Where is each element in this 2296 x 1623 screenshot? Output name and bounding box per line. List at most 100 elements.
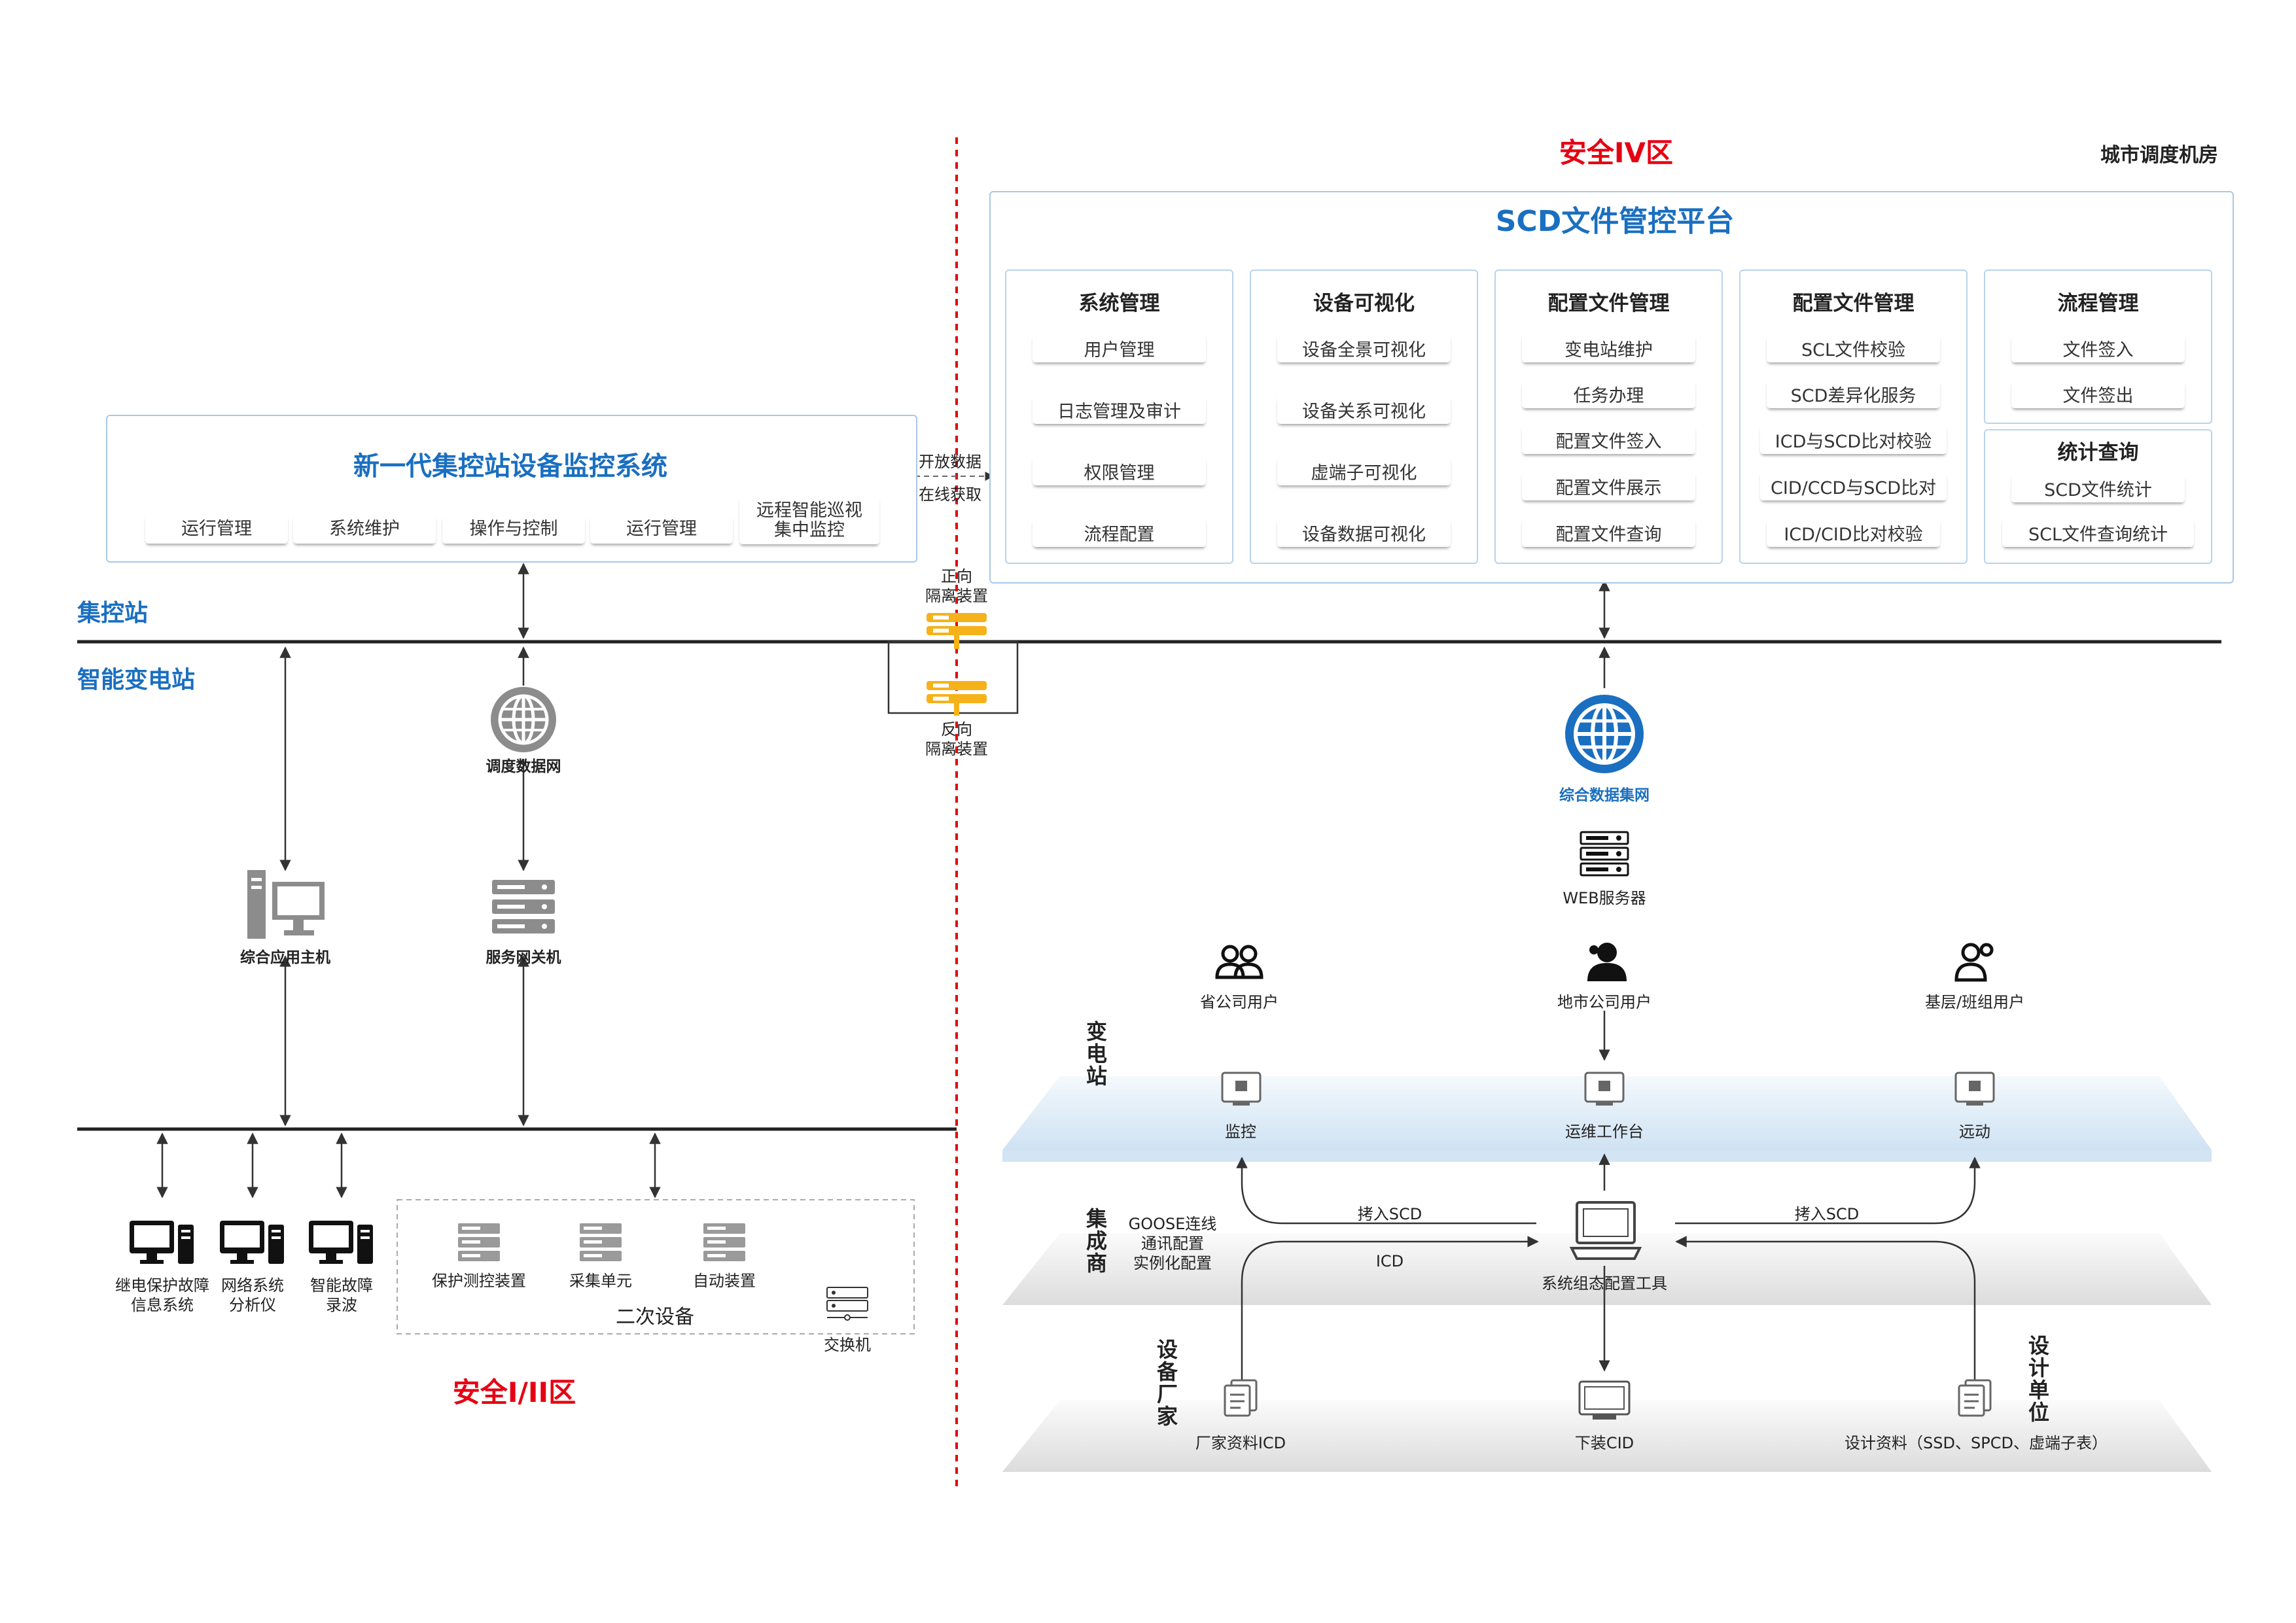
download-cid-label: 下装CID — [1574, 1434, 1634, 1452]
base-user-icon — [1954, 943, 1994, 982]
design-document-icon — [1958, 1379, 1992, 1417]
reverse-isolator-icon — [927, 681, 987, 716]
module-title: 配置文件管理 — [1547, 292, 1670, 315]
menu-item-log-audit[interactable]: 日志管理及审计 — [1033, 395, 1206, 424]
menu-item-station-maint[interactable]: 变电站维护 — [1522, 334, 1695, 362]
menu-item-query[interactable]: 配置文件查询 — [1522, 518, 1695, 547]
menu-item-panorama[interactable]: 设备全景可视化 — [1277, 334, 1451, 362]
recorder-computer-icon — [309, 1221, 373, 1264]
monitor-system-title: 新一代集控站设备监控系统 — [353, 451, 667, 481]
menu-item-data-vis[interactable]: 设备数据可视化 — [1277, 518, 1451, 547]
module-title: 配置文件管理 — [1792, 292, 1915, 315]
menu-item-terminal[interactable]: 虚端子可视化 — [1277, 457, 1451, 485]
goose-config-label: GOOSE连线 通讯配置 实例化配置 — [1128, 1215, 1217, 1272]
menu-item-checkin[interactable]: 配置文件签入 — [1522, 425, 1695, 454]
download-monitor-icon — [1578, 1380, 1631, 1420]
plane-integrator — [1002, 1233, 2212, 1305]
module-title: 系统管理 — [1078, 292, 1160, 315]
menu-item-icd-cid[interactable]: ICD/CID比对校验 — [1767, 518, 1940, 547]
protect-device-label: 保护测控装置 — [432, 1272, 526, 1290]
globe-icon — [491, 687, 556, 752]
layer-integrator-label: 集成商 — [1086, 1206, 1108, 1276]
protect-device-icon — [458, 1223, 500, 1261]
base-user-label: 基层/班组用户 — [1924, 993, 2025, 1011]
module-config-check: 配置文件管理 SCL文件校验 SCD差异化服务 ICD与SCD比对校验 CID/… — [1739, 270, 1968, 564]
online-fetch-label: 在线获取 — [919, 485, 981, 504]
menu-item-file-checkout[interactable]: 文件签出 — [2011, 379, 2185, 408]
data-net-label: 综合数据集网 — [1559, 787, 1650, 804]
menu-item-scd-stats[interactable]: SCD文件统计 — [2011, 474, 2185, 502]
secondary-equipment-box — [397, 1199, 915, 1335]
menu-item-user-mgmt[interactable]: 用户管理 — [1033, 334, 1206, 362]
reverse-isolator-label: 反向 隔离装置 — [925, 720, 988, 758]
relay-system-label: 继电保护故障 信息系统 — [115, 1276, 209, 1314]
jikong-station-label: 集控站 — [77, 600, 149, 627]
menu-item-display[interactable]: 配置文件展示 — [1522, 472, 1695, 500]
menu-item-file-checkin[interactable]: 文件签入 — [2011, 334, 2185, 362]
module-system: 系统管理 用户管理 日志管理及审计 权限管理 流程配置 — [1005, 270, 1233, 564]
switch-icon — [826, 1287, 868, 1321]
config-tool-label: 系统组态配置工具 — [1542, 1274, 1667, 1293]
monitor-item-run[interactable]: 运行管理 — [145, 515, 288, 544]
plane-station — [1002, 1076, 2212, 1150]
monitor-item-patrol[interactable]: 远程智能巡视 集中监控 — [739, 497, 879, 544]
module-visualization: 设备可视化 设备全景可视化 设备关系可视化 虚端子可视化 设备数据可视化 — [1250, 270, 1478, 564]
dispatch-net-label: 调度数据网 — [486, 758, 561, 775]
web-server-label: WEB服务器 — [1563, 889, 1646, 907]
module-flow: 流程管理 文件签入 文件签出 — [1984, 270, 2212, 424]
design-docs-label: 设计资料（SSD、SPCD、虚端子表） — [1845, 1434, 2108, 1452]
zone-safe12-label: 安全I/II区 — [452, 1376, 576, 1408]
menu-item-icd-scd[interactable]: ICD与SCD比对校验 — [1760, 425, 1947, 454]
layer-design-label: 设计单位 — [2028, 1333, 2050, 1425]
ops-workstation-icon — [1584, 1072, 1625, 1106]
ws-monitor-label: 监控 — [1225, 1123, 1256, 1141]
menu-item-scd-diff[interactable]: SCD差异化服务 — [1767, 379, 1940, 408]
web-server-icon — [1580, 831, 1629, 877]
remote-workstation-icon — [1954, 1072, 1995, 1106]
city-user-icon — [1587, 943, 1627, 981]
monitor-item-operate[interactable]: 操作与控制 — [442, 515, 585, 544]
secondary-equipment-label: 二次设备 — [616, 1306, 694, 1329]
menu-item-cid-scd[interactable]: CID/CCD与SCD比对 — [1760, 472, 1947, 500]
layer-station-label: 变电站 — [1086, 1019, 1108, 1089]
auto-device-icon — [703, 1223, 745, 1261]
menu-item-task[interactable]: 任务办理 — [1522, 379, 1695, 408]
city-user-label: 地市公司用户 — [1557, 993, 1651, 1011]
gateway-label: 服务网关机 — [486, 949, 561, 966]
fault-recorder-label: 智能故障 录波 — [310, 1276, 373, 1314]
document-icon — [1224, 1379, 1258, 1417]
globe-icon — [1565, 695, 1644, 773]
forward-isolator-label: 正向 隔离装置 — [925, 567, 988, 605]
icd-label: ICD — [1375, 1252, 1404, 1270]
plane-vendor — [1002, 1400, 2212, 1472]
layer-vendor-label: 设备厂家 — [1157, 1337, 1178, 1429]
monitor-item-run2[interactable]: 运行管理 — [590, 515, 733, 544]
scd-platform-title: SCD文件管控平台 — [1495, 205, 1735, 238]
auto-device-label: 自动装置 — [693, 1272, 756, 1290]
menu-item-relation[interactable]: 设备关系可视化 — [1277, 395, 1451, 424]
vendor-icd-label: 厂家资料ICD — [1195, 1434, 1286, 1452]
module-config-files: 配置文件管理 变电站维护 任务办理 配置文件签入 配置文件展示 配置文件查询 — [1494, 270, 1723, 564]
module-title: 流程管理 — [2057, 292, 2139, 315]
collector-label: 采集单元 — [569, 1272, 632, 1290]
menu-item-permission[interactable]: 权限管理 — [1033, 457, 1206, 485]
monitor-workstation-icon — [1221, 1072, 1262, 1106]
monitor-item-maint[interactable]: 系统维护 — [293, 515, 436, 544]
analyzer-computer-icon — [220, 1221, 284, 1264]
module-stats: 统计查询 SCD文件统计 SCL文件查询统计 — [1984, 429, 2212, 564]
import-scd-left-label: 拷入SCD — [1357, 1205, 1422, 1223]
laptop-icon — [1569, 1201, 1642, 1260]
collector-device-icon — [580, 1223, 622, 1261]
menu-item-scl-stats[interactable]: SCL文件查询统计 — [2002, 518, 2194, 547]
relay-computer-icon — [130, 1221, 194, 1264]
menu-item-flow-config[interactable]: 流程配置 — [1033, 518, 1206, 547]
ws-ops-label: 运维工作台 — [1565, 1123, 1644, 1141]
module-title: 统计查询 — [2057, 441, 2139, 464]
import-scd-right-label: 拷入SCD — [1794, 1205, 1860, 1223]
switch-label: 交换机 — [824, 1336, 871, 1354]
smart-substation-label: 智能变电站 — [77, 667, 196, 693]
menu-item-scl-check[interactable]: SCL文件校验 — [1767, 334, 1940, 362]
zone-safe4-label: 安全IV区 — [1559, 137, 1674, 169]
